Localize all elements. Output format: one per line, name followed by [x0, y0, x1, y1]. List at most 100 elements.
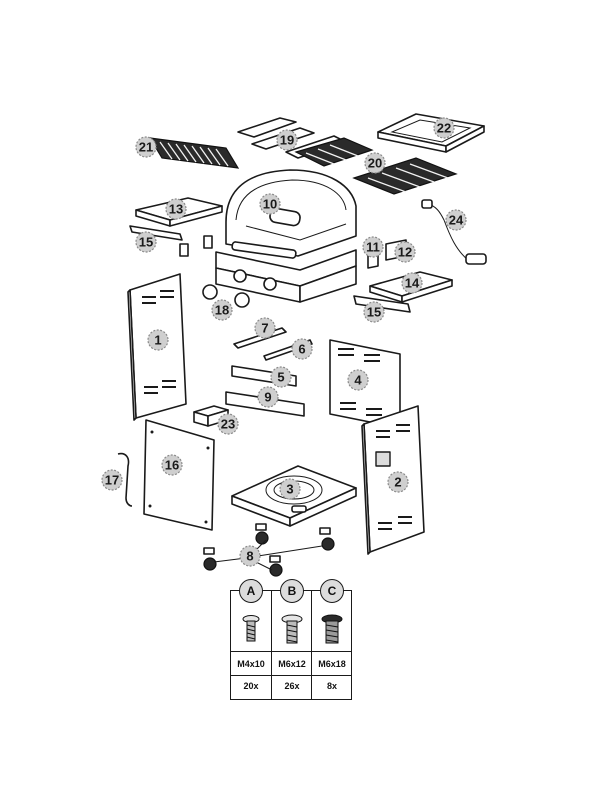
callout-number: 8 [246, 549, 253, 564]
callout-circle [364, 152, 386, 174]
callout-part-9: 9 [257, 386, 279, 408]
grease-tray-part-22 [377, 113, 485, 153]
left-shelf-trim-part-15 [129, 225, 213, 257]
hardware-size: M6x18 [318, 659, 346, 669]
callout-circle [433, 117, 455, 139]
table-divider [231, 675, 351, 676]
hardware-letter: B [280, 579, 304, 603]
callout-number: 11 [366, 240, 380, 255]
callout-number: 13 [169, 202, 183, 217]
callout-part-13: 13 [165, 198, 187, 220]
callout-circle [363, 301, 385, 323]
callout-part-22: 22 [433, 117, 455, 139]
callout-number: 6 [298, 342, 305, 357]
hardware-qty: 8x [326, 681, 337, 691]
callout-circle [291, 338, 313, 360]
callout-number: 9 [264, 390, 271, 405]
callout-number: 17 [105, 473, 119, 488]
callout-number: 14 [405, 276, 420, 291]
callout-part-4: 4 [347, 369, 369, 391]
callout-circle [387, 471, 409, 493]
callout-number: 19 [280, 133, 294, 148]
callout-circle [276, 129, 298, 151]
table-divider [231, 651, 351, 652]
hardware-qty: 26x [284, 681, 300, 691]
callout-part-23: 23 [217, 413, 239, 435]
callout-part-14: 14 [401, 272, 423, 294]
callout-circle [161, 454, 183, 476]
callout-part-5: 5 [270, 366, 292, 388]
callout-circle [135, 231, 157, 253]
callout-circle [401, 272, 423, 294]
callout-number: 20 [368, 156, 382, 171]
right-shelf-trim-part-15 [353, 295, 411, 313]
callout-number: 4 [354, 373, 362, 388]
callout-circle [217, 413, 239, 435]
callout-circle [101, 469, 123, 491]
callout-number: 7 [261, 321, 268, 336]
hardware-column-a: A M4x10 20x [231, 579, 271, 699]
hardware-qty: 20x [243, 681, 259, 691]
callout-circle [165, 198, 187, 220]
hardware-letter: C [320, 579, 344, 603]
hardware-table: A M4x10 20x B M6x12 26x C M6x18 8x [230, 579, 352, 700]
callout-circle [347, 369, 369, 391]
callout-number: 3 [286, 482, 293, 497]
callout-number: 12 [398, 245, 412, 260]
callout-part-3: 3 [279, 478, 301, 500]
callout-part-10: 10 [259, 193, 281, 215]
door-handle-part-17 [117, 452, 133, 507]
casters-part-8 [203, 523, 335, 577]
callout-part-16: 16 [161, 454, 183, 476]
door-part-16 [143, 419, 215, 531]
callout-number: 5 [277, 370, 284, 385]
hardware-size: M4x10 [237, 659, 265, 669]
screw-c-icon [321, 614, 343, 644]
callout-circle [239, 545, 261, 567]
callout-part-21: 21 [135, 136, 157, 158]
callout-number: 21 [139, 140, 153, 155]
callout-number: 10 [263, 197, 277, 212]
callout-circle [270, 366, 292, 388]
callout-circle [259, 193, 281, 215]
grill-head-part-10 [215, 169, 357, 303]
callout-part-24: 24 [445, 209, 467, 231]
callout-circle [211, 299, 233, 321]
callout-number: 23 [221, 417, 235, 432]
callout-circle [254, 317, 276, 339]
callout-circle [279, 478, 301, 500]
callout-number: 22 [437, 121, 451, 136]
hardware-column-c: C M6x18 8x [311, 579, 352, 699]
screw-a-icon [242, 615, 260, 642]
hardware-letter: A [239, 579, 263, 603]
callout-number: 1 [154, 333, 161, 348]
cooking-grates-part-20 [294, 137, 458, 195]
callout-part-19: 19 [276, 129, 298, 151]
callout-part-15: 15 [363, 301, 385, 323]
callout-part-12: 12 [394, 241, 416, 263]
control-knobs-part-18 [202, 284, 250, 308]
callout-number: 16 [165, 458, 179, 473]
callout-part-18: 18 [211, 299, 233, 321]
callout-circle [394, 241, 416, 263]
hardware-column-b: B M6x12 26x [271, 579, 312, 699]
callout-part-7: 7 [254, 317, 276, 339]
callout-part-15: 15 [135, 231, 157, 253]
callout-circle [445, 209, 467, 231]
callout-number: 15 [367, 305, 381, 320]
gas-hose-part-24 [421, 199, 487, 265]
side-grate-part-21 [148, 137, 240, 169]
leader-lines [213, 539, 323, 571]
callout-circle [135, 136, 157, 158]
callout-number: 24 [449, 213, 464, 228]
hardware-size: M6x12 [278, 659, 306, 669]
callout-number: 2 [394, 475, 401, 490]
callout-circle [257, 386, 279, 408]
callout-part-1: 1 [147, 329, 169, 351]
callout-part-17: 17 [101, 469, 123, 491]
grease-cup-part-23 [193, 405, 229, 427]
screw-b-icon [281, 614, 303, 644]
callout-part-6: 6 [291, 338, 313, 360]
